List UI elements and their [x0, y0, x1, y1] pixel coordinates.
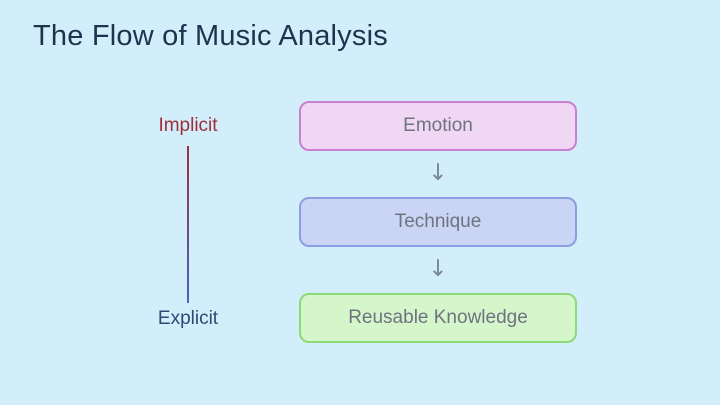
axis-label-implicit: Implicit [158, 115, 218, 136]
axis-label-explicit: Explicit [157, 308, 219, 329]
down-arrow-icon: ↓ [428, 256, 448, 282]
flow-node-emotion: Emotion [299, 101, 577, 151]
flow-node-reusable-knowledge-label: Reusable Knowledge [348, 307, 528, 328]
flow-node-technique: Technique [299, 197, 577, 247]
implicit-explicit-gradient-line [187, 146, 189, 303]
flow-node-emotion-label: Emotion [403, 115, 473, 136]
slide-title: The Flow of Music Analysis [33, 20, 388, 52]
flow-node-reusable-knowledge: Reusable Knowledge [299, 293, 577, 343]
flow-node-technique-label: Technique [394, 211, 482, 232]
down-arrow-icon: ↓ [428, 160, 448, 186]
